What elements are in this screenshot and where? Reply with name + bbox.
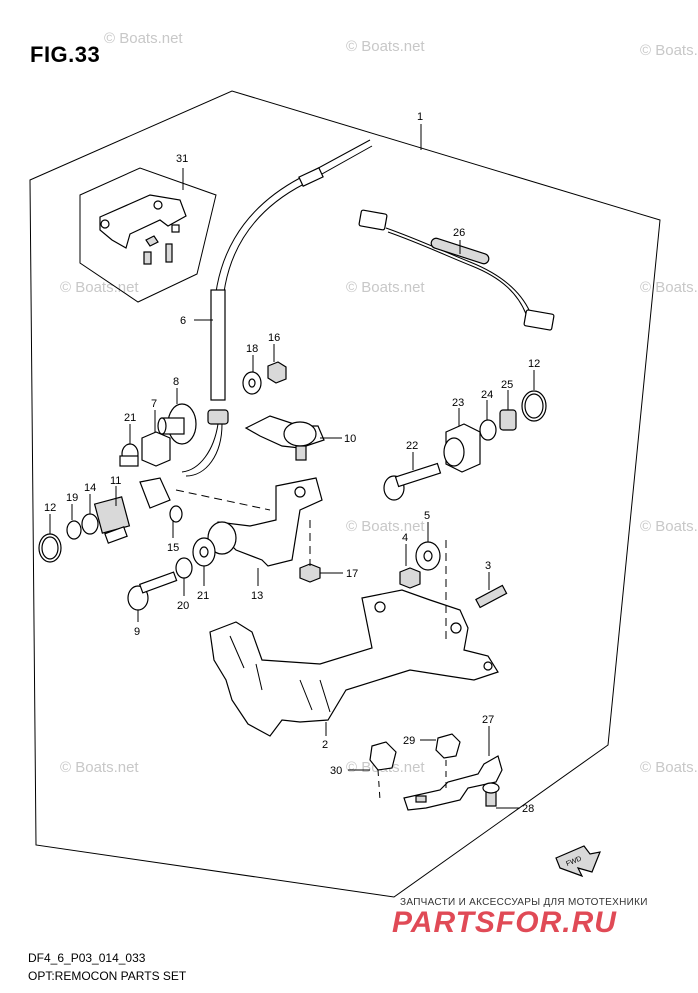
callout-9: 9 <box>134 626 140 638</box>
part-9-bolt <box>127 571 178 611</box>
part-left-group <box>38 477 183 563</box>
promo-logo[interactable]: PARTSFOR.RU <box>392 906 617 939</box>
callout-16: 16 <box>268 332 280 344</box>
promo-caption: ЗАПЧАСТИ И АКСЕССУАРЫ ДЛЯ МОТОТЕХНИКИ <box>400 897 648 908</box>
callout-17: 17 <box>346 568 358 580</box>
watermark: © Boats.net <box>60 279 139 296</box>
callout-6: 6 <box>180 315 186 327</box>
callout-21: 21 <box>197 590 209 602</box>
watermark: © Boats.net <box>346 518 425 535</box>
inset-frame-31 <box>79 167 217 303</box>
callout-21: 21 <box>124 412 136 424</box>
callout-12: 12 <box>528 358 540 370</box>
callout-10: 10 <box>344 433 356 445</box>
part-28-29-30 <box>369 733 500 807</box>
callout-2: 2 <box>322 739 328 751</box>
watermark: © Boats.net <box>640 759 698 776</box>
watermark: © Boats.net <box>60 759 139 776</box>
watermark: © Boats.net <box>640 279 698 296</box>
figure-title: FIG.33 <box>30 42 101 67</box>
watermark: © Boats.net <box>346 279 425 296</box>
watermark: © Boats.net <box>640 518 698 535</box>
figure-code: DF4_6_P03_014_033 <box>28 951 146 965</box>
callout-3: 3 <box>485 560 491 572</box>
part-2-main-bracket <box>209 589 499 737</box>
watermark: © Boats.net <box>640 42 698 59</box>
part-right-group <box>443 390 547 473</box>
part-18-16 <box>242 361 287 395</box>
set-frame <box>29 90 661 898</box>
leader-lines <box>49 124 535 809</box>
part-7-21 <box>119 431 171 467</box>
part-3-stud <box>475 584 508 609</box>
callout-19: 19 <box>66 492 78 504</box>
part-6-cable <box>181 139 373 477</box>
figure-name: OPT:REMOCON PARTS SET <box>28 969 187 983</box>
part-22-pin <box>383 462 442 501</box>
callout-29: 29 <box>403 735 415 747</box>
fwd-arrow-icon: FWD <box>555 845 601 878</box>
watermark: © Boats.net <box>346 38 425 55</box>
callout-11: 11 <box>110 475 121 487</box>
callout-12: 12 <box>44 502 56 514</box>
part-31-bracket <box>99 194 187 265</box>
callout-27: 27 <box>482 714 494 726</box>
callout-25: 25 <box>501 379 513 391</box>
callout-22: 22 <box>406 440 418 452</box>
callout-8: 8 <box>173 376 179 388</box>
part-27-plate <box>403 755 503 811</box>
callouts: 1 31 26 6 18 16 8 12 25 24 23 21 7 10 22… <box>44 111 540 815</box>
callout-28: 28 <box>522 803 534 815</box>
callout-1: 1 <box>417 111 423 123</box>
part-13-lever <box>207 477 323 567</box>
callout-13: 13 <box>251 590 263 602</box>
callout-7: 7 <box>151 398 157 410</box>
callout-23: 23 <box>452 397 464 409</box>
part-10-bracket <box>244 415 325 461</box>
callout-20: 20 <box>177 600 189 612</box>
callout-31: 31 <box>176 153 188 165</box>
part-20-21-washers <box>175 537 216 579</box>
callout-5: 5 <box>424 510 430 522</box>
callout-18: 18 <box>246 343 258 355</box>
watermark: © Boats.net <box>104 30 183 47</box>
callout-26: 26 <box>453 227 465 239</box>
part-5-4 <box>399 541 441 589</box>
callout-15: 15 <box>167 542 179 554</box>
callout-4: 4 <box>402 532 408 544</box>
callout-30: 30 <box>330 765 342 777</box>
part-8-grommet <box>157 403 197 445</box>
part-17-nut <box>299 563 321 583</box>
watermarks: © Boats.net © Boats.net © Boats.net © Bo… <box>60 30 698 776</box>
callout-24: 24 <box>481 389 493 401</box>
callout-14: 14 <box>84 482 96 494</box>
